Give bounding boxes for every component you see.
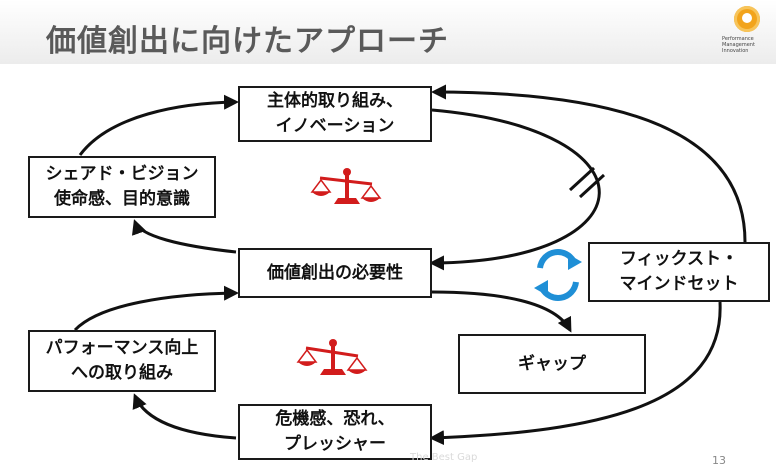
box-shared-vision-line2: 使命感、目的意識 [54, 189, 190, 209]
arrow-need-to-gap [431, 290, 572, 333]
box-initiative-line2: イノベーション [275, 116, 395, 136]
arrow-performance-to-need [73, 285, 239, 332]
page-title: 価値創出に向けたアプローチ [46, 24, 449, 59]
page-number: 13 [712, 454, 726, 467]
arrow-crisis-to-performance [132, 393, 237, 440]
box-performance-line2: への取り組み [71, 363, 173, 383]
box-value-need-line1: 価値創出の必要性 [267, 262, 403, 283]
box-performance: パフォーマンス向上 への取り組み [28, 330, 216, 392]
box-gap: ギャップ [458, 334, 646, 394]
box-initiative: 主体的取り組み、 イノベーション [238, 86, 432, 142]
box-crisis-line2: プレッシャー [284, 434, 386, 454]
balance-scale-icon [310, 168, 382, 204]
footer-faint-text: The Best Gap [410, 452, 478, 463]
logo-mark-icon [734, 6, 760, 32]
balance-scale-icon [296, 339, 368, 375]
box-shared-vision: シェアド・ビジョン 使命感、目的意識 [28, 156, 216, 218]
box-initiative-line1: 主体的取り組み、 [267, 91, 403, 111]
box-fixed-mindset: フィックスト・ マインドセット [588, 242, 770, 302]
arrow-mindset-to-initiative [431, 84, 747, 243]
box-value-need: 価値創出の必要性 [238, 248, 432, 298]
box-crisis-line1: 危機感、恐れ、 [275, 409, 395, 429]
box-shared-vision-line1: シェアド・ビジョン [45, 164, 199, 184]
arrow-initiative-to-need [429, 108, 601, 271]
logo-text: Performance Management Innovation [722, 36, 755, 54]
arrow-need-to-vision [132, 219, 237, 254]
company-logo: Performance Management Innovation [722, 6, 774, 66]
title-band [0, 0, 776, 64]
arrow-vision-to-initiative [78, 94, 239, 156]
box-gap-line1: ギャップ [518, 353, 586, 374]
box-performance-line1: パフォーマンス向上 [45, 338, 199, 358]
box-fixed-mindset-line2: マインドセット [619, 274, 739, 294]
arrow-gap-to-crisis [429, 301, 722, 446]
blocked-marker-icon [568, 166, 606, 199]
box-crisis: 危機感、恐れ、 プレッシャー [238, 404, 432, 460]
box-fixed-mindset-line1: フィックスト・ [619, 249, 739, 269]
